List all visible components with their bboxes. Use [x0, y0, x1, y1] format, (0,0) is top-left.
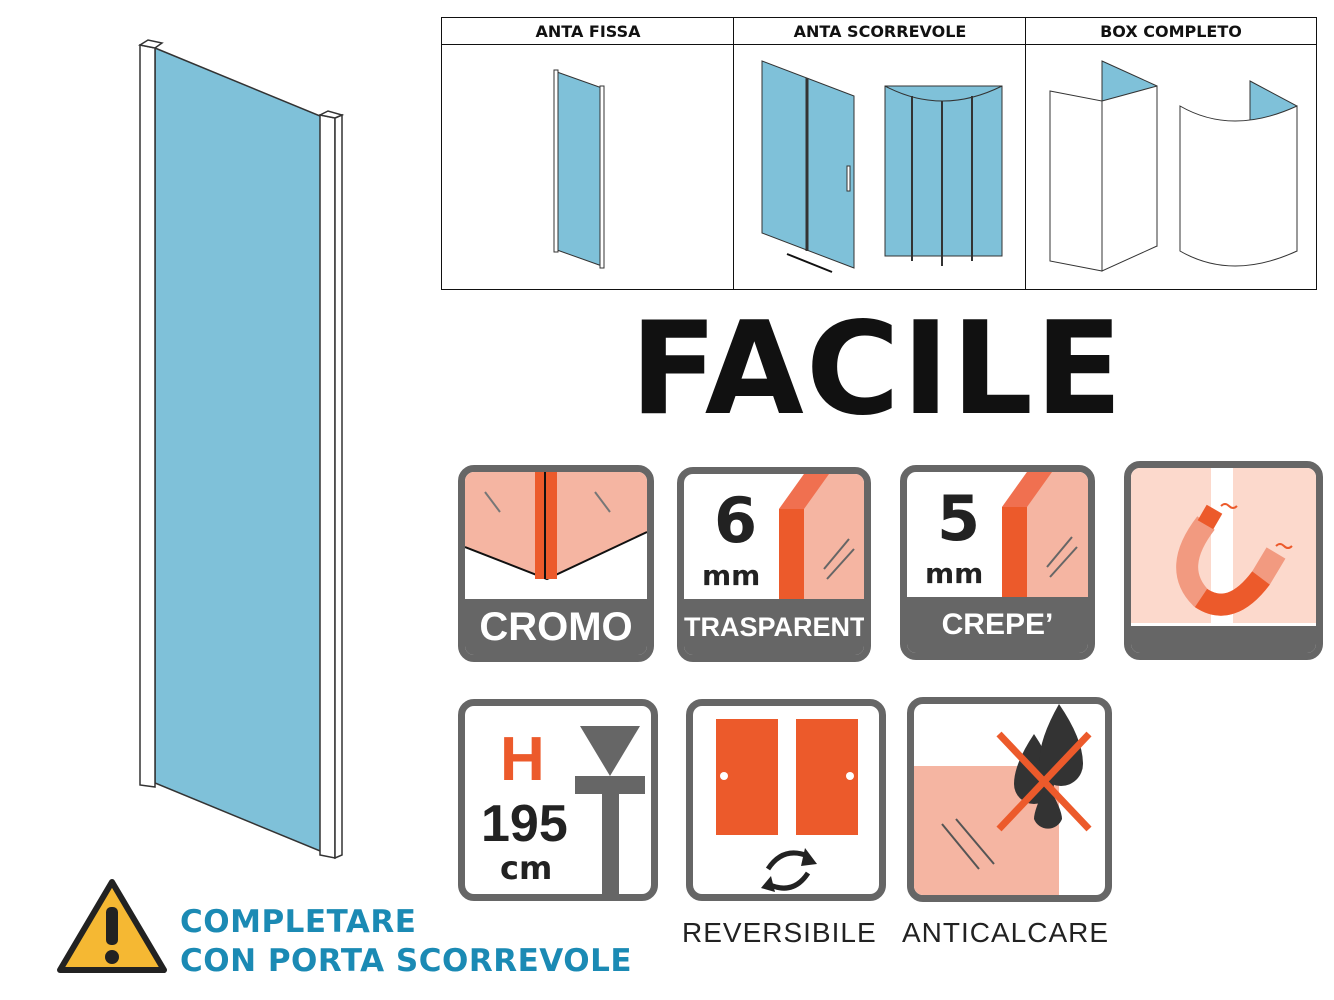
- chrome-profile-icon: [465, 472, 647, 581]
- header-anta-scorrevole: ANTA SCORREVOLE: [734, 18, 1026, 45]
- configuration-table: ANTA FISSA ANTA SCORREVOLE BOX COMPLETO: [441, 17, 1317, 290]
- badge-height: H 195 cm: [458, 699, 658, 901]
- glass-thickness-icon: [779, 474, 864, 609]
- warning-line-2: CON PORTA SCORREVOLE: [180, 943, 632, 979]
- warning-icon: [57, 879, 167, 973]
- cromo-label: CROMO: [465, 599, 647, 655]
- badge-band: [1131, 623, 1316, 653]
- badge-glass-6mm: 6 mm TRASPARENTE: [677, 467, 871, 662]
- product-title: FACILE: [630, 295, 1125, 444]
- header-box-completo: BOX COMPLETO: [1026, 18, 1316, 45]
- glass-value: 6: [714, 484, 758, 557]
- reversibile-label: REVERSIBILE: [682, 917, 877, 948]
- column-divider: [733, 18, 734, 289]
- badge-glass-5mm: 5 mm CREPE’: [900, 465, 1095, 660]
- full-box-thumb: [1049, 60, 1298, 272]
- badge-cromo: CROMO: [458, 465, 654, 662]
- height-unit: cm: [500, 849, 553, 887]
- trasparente-label: TRASPARENTE: [684, 599, 864, 655]
- badge-magnetic: [1124, 461, 1323, 660]
- glass-value: 5: [937, 482, 981, 555]
- fixed-panel-illustration: [138, 39, 345, 860]
- reversible-doors-icon: [716, 719, 858, 892]
- anticalcare-label: ANTICALCARE: [902, 917, 1110, 948]
- magnet-icon: [1131, 468, 1316, 626]
- fixed-panel-thumb: [553, 69, 605, 269]
- badge-anticalcare: [907, 697, 1112, 902]
- height-value: 195: [481, 795, 568, 853]
- sliding-door-thumb: [761, 60, 1003, 273]
- height-letter: H: [500, 725, 545, 794]
- warning-line-1: COMPLETARE: [180, 904, 417, 940]
- header-anta-fissa: ANTA FISSA: [442, 18, 734, 45]
- glass-unit: mm: [925, 557, 984, 590]
- crepe-label: CREPE’: [907, 597, 1088, 653]
- anti-limescale-icon: [914, 704, 1092, 895]
- badge-reversible: [686, 699, 886, 901]
- glass-unit: mm: [702, 559, 761, 592]
- column-divider: [1025, 18, 1026, 289]
- height-marker-icon: [575, 726, 645, 894]
- glass-thickness-icon: [1002, 472, 1088, 607]
- configuration-illustrations: [553, 60, 1298, 273]
